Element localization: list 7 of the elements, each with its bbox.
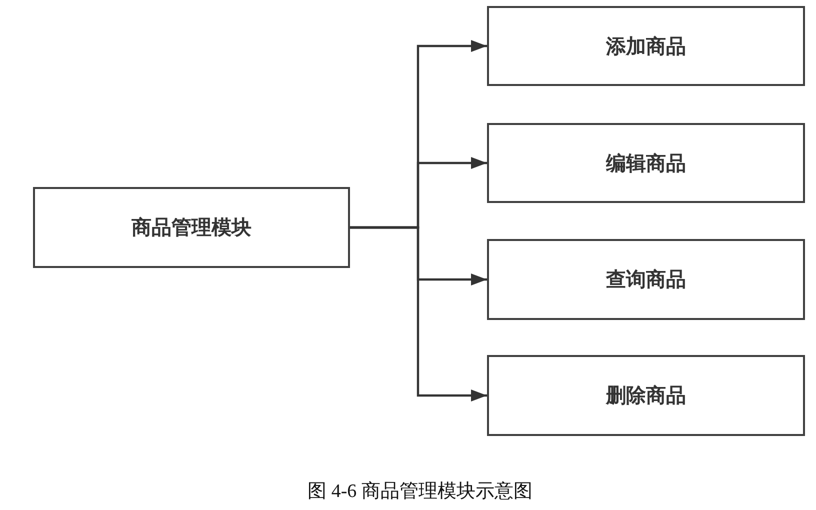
arrow <box>350 226 487 402</box>
function-box: 编辑商品 <box>487 123 805 203</box>
function-box: 添加商品 <box>487 6 805 86</box>
figure-caption: 图 4-6 商品管理模块示意图 <box>306 480 534 504</box>
module-box: 商品管理模块 <box>33 187 350 268</box>
function-box: 删除商品 <box>487 355 805 436</box>
function-box: 查询商品 <box>487 239 805 320</box>
